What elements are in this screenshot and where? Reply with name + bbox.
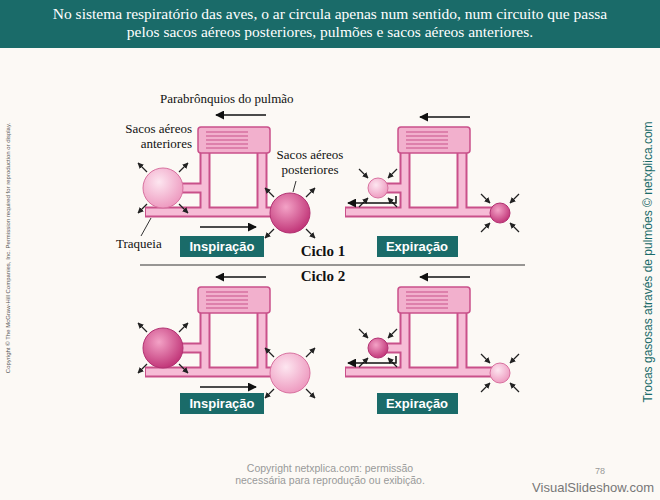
leader-line — [293, 181, 296, 192]
slide-number: 78 — [588, 466, 612, 476]
anterior-air-sac — [368, 338, 388, 358]
airflow-arrow — [200, 386, 256, 388]
phase-box: Inspiração — [180, 236, 264, 257]
lung-airways — [345, 287, 500, 372]
phase-label: Expiração — [386, 396, 448, 411]
airflow-arrow — [348, 356, 396, 363]
slide-title: No sistema respiratório das aves, o ar c… — [35, 5, 625, 41]
phase-box: Expiração — [377, 393, 458, 414]
part-label: Sacos aéreos anteriores — [100, 122, 192, 152]
airflow-arrow — [420, 116, 470, 118]
posterior-air-sac — [270, 353, 310, 393]
posterior-air-sac — [490, 363, 510, 383]
airflow-arrow — [420, 276, 470, 278]
posterior-air-sac — [490, 203, 510, 223]
expansion-arrows — [138, 323, 188, 373]
expansion-arrows — [265, 188, 315, 238]
phase-label: Inspiração — [189, 396, 254, 411]
copyright-footer: Copyright netxplica.com: permissão neces… — [225, 462, 435, 486]
compression-arrows — [359, 329, 397, 367]
phase-box: Expiração — [377, 236, 458, 257]
cycle-label: Ciclo 1 — [283, 243, 363, 260]
anterior-air-sac — [368, 178, 388, 198]
leader-line — [141, 218, 151, 236]
part-label: Traqueia — [116, 237, 182, 252]
copyright-note: Copyright © The McGraw-Hill Companies, I… — [4, 98, 12, 398]
posterior-air-sac — [270, 193, 310, 233]
compression-arrows — [481, 354, 519, 392]
side-credit: Trocas gasosas através de pulmões © netx… — [639, 112, 657, 412]
cycle-label: Ciclo 2 — [283, 268, 363, 285]
anterior-air-sac — [143, 168, 183, 208]
part-label: Parabrônquios do pulmão — [160, 92, 340, 107]
phase-label: Inspiração — [189, 239, 254, 254]
phase-label: Expiração — [386, 239, 448, 254]
divider-line — [140, 265, 525, 266]
anterior-air-sac — [143, 328, 183, 368]
expansion-arrows — [265, 348, 315, 398]
title-banner: No sistema respiratório das aves, o ar c… — [0, 0, 660, 48]
expansion-arrows — [138, 163, 188, 213]
airflow-arrow — [216, 276, 266, 278]
airflow-arrow — [348, 196, 396, 203]
airflow-arrow — [200, 226, 256, 228]
phase-box: Inspiração — [180, 393, 264, 414]
airflow-arrow — [216, 114, 266, 116]
watermark: VisualSlideshow.com — [520, 481, 654, 496]
part-label: Sacos aéreos posteriores — [268, 148, 352, 178]
lung-airways — [345, 127, 500, 212]
compression-arrows — [359, 169, 397, 207]
compression-arrows — [481, 194, 519, 232]
